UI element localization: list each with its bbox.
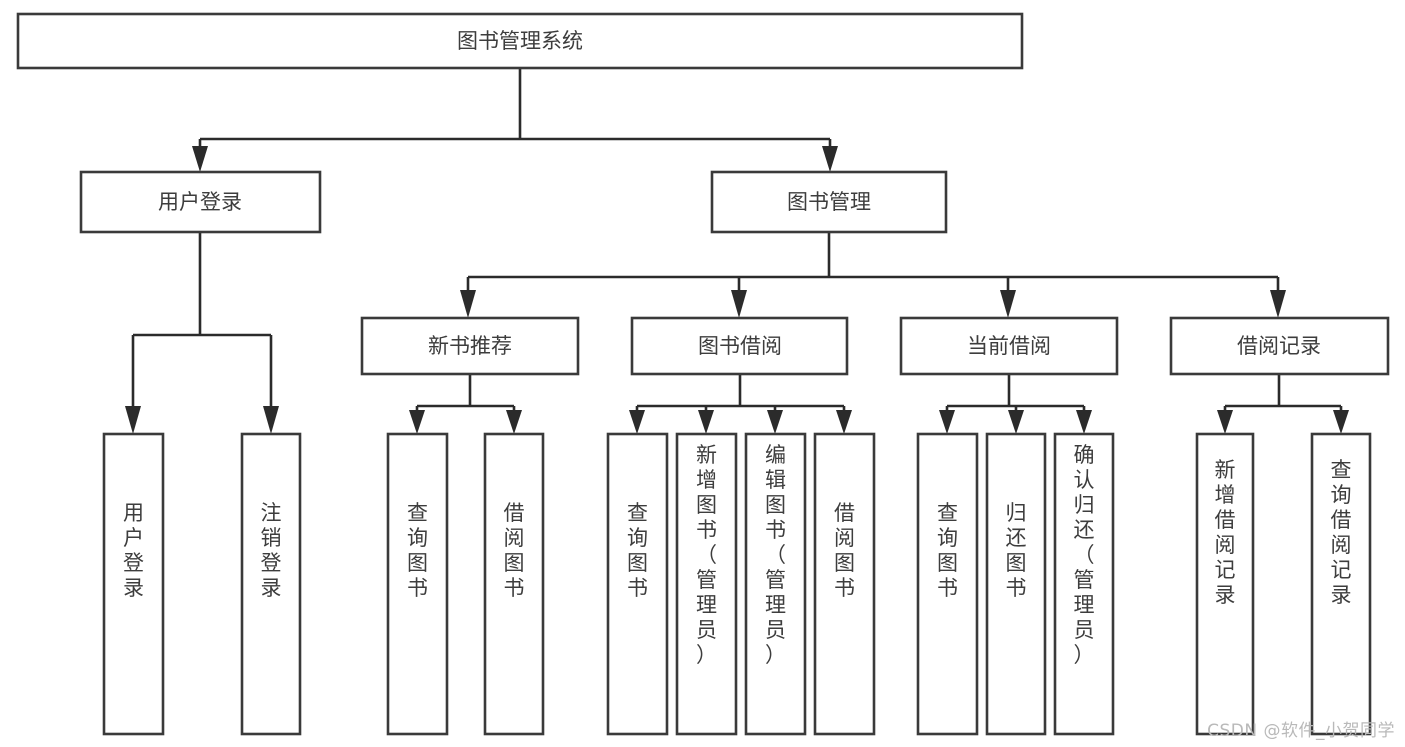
- node-user-login[interactable]: 用户登录: [79, 170, 322, 234]
- arrow-head-leaf-return-book: [1008, 410, 1024, 434]
- arrow-head-leaf-add-book: [698, 410, 714, 434]
- arrow-head-leaf-borrow-book-1: [506, 410, 522, 434]
- node-leaf-add-book[interactable]: 新增图书（管理员）: [675, 432, 738, 736]
- leaf-query-book-3-label: 查询图书: [937, 501, 958, 600]
- leaf-query-book-2-box[interactable]: [606, 432, 669, 736]
- leaf-confirm-return-label: 确认归还（管理员）: [1074, 443, 1095, 667]
- node-leaf-edit-book[interactable]: 编辑图书（管理员）: [744, 432, 807, 736]
- leaf-edit-book-box[interactable]: [744, 432, 807, 736]
- leaf-return-book-box[interactable]: [985, 432, 1047, 736]
- arrow-head-leaf-confirm-return: [1076, 410, 1092, 434]
- book-borrow-box[interactable]: [630, 316, 849, 376]
- arrow-head-leaf-borrow-book-2: [836, 410, 852, 434]
- node-new-book-recommend[interactable]: 新书推荐: [360, 316, 580, 376]
- book-borrow-label: 图书借阅: [698, 334, 782, 358]
- leaf-borrow-book-2-label: 借阅图书: [834, 501, 855, 600]
- node-leaf-query-record[interactable]: 查询借阅记录: [1310, 432, 1372, 736]
- node-borrow-record[interactable]: 借阅记录: [1169, 316, 1390, 376]
- leaf-add-record-box[interactable]: [1195, 432, 1255, 736]
- leaf-edit-book-label: 编辑图书（管理员）: [765, 443, 786, 667]
- new-book-recommend-box[interactable]: [360, 316, 580, 376]
- leaf-query-record-box[interactable]: [1310, 432, 1372, 736]
- arrow-head-leaf-query-book-3: [939, 410, 955, 434]
- leaf-query-record-label: 查询借阅记录: [1331, 458, 1352, 607]
- book-management-label: 图书管理: [787, 190, 871, 214]
- node-book-borrow[interactable]: 图书借阅: [630, 316, 849, 376]
- leaf-borrow-book-1-box[interactable]: [483, 432, 545, 736]
- node-leaf-confirm-return[interactable]: 确认归还（管理员）: [1053, 432, 1115, 736]
- node-leaf-query-book-3[interactable]: 查询图书: [916, 432, 979, 736]
- node-leaf-borrow-book-2[interactable]: 借阅图书: [813, 432, 876, 736]
- root-label: 图书管理系统: [457, 29, 583, 53]
- node-leaf-user-login[interactable]: 用户登录: [102, 432, 165, 736]
- arrow-head-book-borrow: [731, 290, 747, 318]
- node-leaf-query-book-1[interactable]: 查询图书: [386, 432, 449, 736]
- leaf-borrow-book-1-label: 借阅图书: [504, 501, 525, 600]
- leaf-user-login-label: 用户登录: [123, 501, 144, 600]
- node-current-borrow[interactable]: 当前借阅: [899, 316, 1119, 376]
- node-leaf-return-book[interactable]: 归还图书: [985, 432, 1047, 736]
- user-login-box[interactable]: [79, 170, 322, 234]
- user-login-label: 用户登录: [158, 190, 242, 214]
- book-management-box[interactable]: [710, 170, 948, 234]
- arrow-head-leaf-query-book-1: [409, 410, 425, 434]
- node-leaf-query-book-2[interactable]: 查询图书: [606, 432, 669, 736]
- leaf-add-book-label: 新增图书（管理员）: [696, 443, 717, 667]
- node-leaf-logout[interactable]: 注销登录: [240, 432, 302, 736]
- current-borrow-box[interactable]: [899, 316, 1119, 376]
- leaf-query-book-1-label: 查询图书: [407, 501, 428, 600]
- arrow-head-borrow-record: [1270, 290, 1286, 318]
- arrow-head-leaf-edit-book: [767, 410, 783, 434]
- arrow-head-leaf-query-record: [1333, 410, 1349, 434]
- leaf-query-book-1-box[interactable]: [386, 432, 449, 736]
- new-book-recommend-label: 新书推荐: [428, 334, 512, 358]
- root-box[interactable]: [16, 12, 1024, 70]
- node-leaf-add-record[interactable]: 新增借阅记录: [1195, 432, 1255, 736]
- leaf-logout-label: 注销登录: [261, 501, 282, 600]
- current-borrow-label: 当前借阅: [967, 334, 1051, 358]
- leaf-add-book-box[interactable]: [675, 432, 738, 736]
- leaf-user-login-box[interactable]: [102, 432, 165, 736]
- arrow-head-leaf-user-login: [125, 406, 141, 434]
- leaf-return-book-label: 归还图书: [1006, 501, 1027, 600]
- leaf-query-book-2-label: 查询图书: [627, 501, 648, 600]
- leaf-logout-box[interactable]: [240, 432, 302, 736]
- arrow-head-leaf-logout: [263, 406, 279, 434]
- leaf-query-book-3-box[interactable]: [916, 432, 979, 736]
- connector-layer: [125, 68, 1349, 434]
- arrow-head-user-login: [192, 146, 208, 172]
- arrow-head-new-book-recommend: [460, 290, 476, 318]
- arrow-head-book-management: [822, 146, 838, 172]
- arrow-head-leaf-add-record: [1217, 410, 1233, 434]
- borrow-record-label: 借阅记录: [1237, 334, 1321, 358]
- node-book-management[interactable]: 图书管理: [710, 170, 948, 234]
- borrow-record-box[interactable]: [1169, 316, 1390, 376]
- arrow-head-current-borrow: [1000, 290, 1016, 318]
- leaf-add-record-label: 新增借阅记录: [1215, 458, 1236, 607]
- node-root[interactable]: 图书管理系统: [16, 12, 1024, 70]
- arrow-head-leaf-query-book-2: [629, 410, 645, 434]
- leaf-confirm-return-box[interactable]: [1053, 432, 1115, 736]
- leaf-borrow-book-2-box[interactable]: [813, 432, 876, 736]
- leaf-layer: 用户登录 注销登录 查询图书 借阅图书 查询图书 新增图书（管理员）: [102, 432, 1372, 736]
- node-leaf-borrow-book-1[interactable]: 借阅图书: [483, 432, 545, 736]
